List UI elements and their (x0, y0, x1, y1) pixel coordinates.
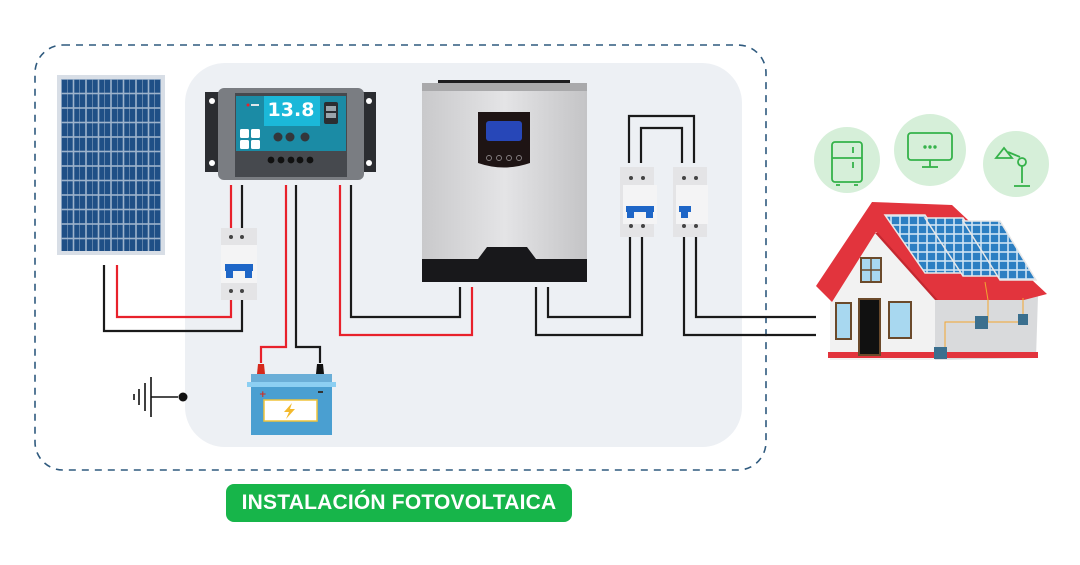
inverter-display (486, 121, 522, 141)
wire-house-2 (694, 235, 816, 319)
wire-battery-negative (294, 185, 322, 363)
wire-battery-positive (259, 185, 288, 363)
installation-boundary (34, 44, 767, 471)
wire-inv-ac-2 (546, 235, 632, 319)
controller-voltage-reading: 13.8 (267, 98, 315, 121)
wire-inverter-negative (349, 185, 462, 319)
fridge-icon (831, 141, 863, 186)
solar-panel (57, 75, 165, 255)
inverter (422, 80, 587, 282)
wire-house-1 (682, 235, 816, 337)
appliance-fridge (814, 127, 880, 193)
wire-solar-negative (102, 265, 244, 333)
wiring (102, 114, 816, 363)
ground-symbol (133, 377, 188, 417)
wire-inverter-positive (338, 185, 474, 337)
house (816, 202, 1047, 360)
tv-icon (907, 132, 953, 168)
battery: + (247, 364, 336, 435)
wire-inv-ac-1 (534, 235, 644, 337)
lightning-icon (284, 403, 295, 419)
wire-breaker-link-inner (639, 126, 684, 163)
ac-breaker-1p (673, 167, 708, 237)
installation-title-badge: INSTALACIÓN FOTOVOLTAICA (226, 484, 572, 522)
wire-breaker-link-outer (627, 114, 696, 163)
wire-solar-positive (115, 265, 233, 319)
ac-breaker-2p (620, 167, 657, 237)
charge-controller (205, 88, 376, 180)
controller-lcd (264, 96, 320, 126)
appliance-tv (894, 114, 966, 186)
dc-breaker (221, 228, 257, 300)
appliance-lamp (983, 131, 1049, 197)
roof-solar-3 (961, 220, 1038, 281)
desk-lamp-icon (994, 146, 1030, 187)
svg-text:+: + (259, 390, 267, 400)
